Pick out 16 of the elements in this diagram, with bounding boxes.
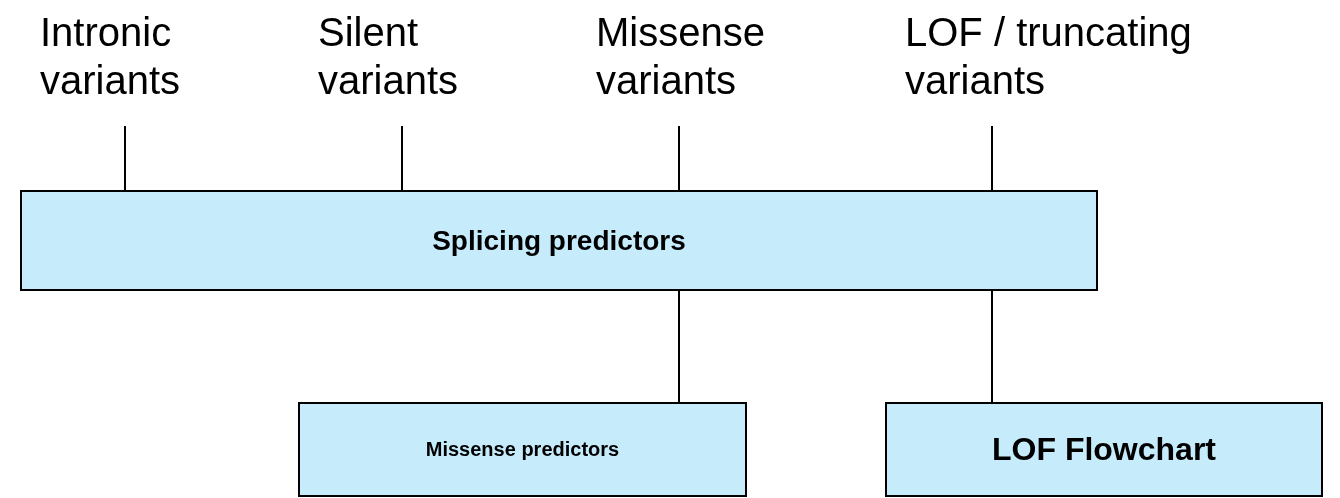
connector-line [678,290,680,403]
variant-label: Intronic variants [40,9,182,104]
connector-line [991,290,993,403]
process-box [885,402,1323,497]
variant-label: Missense variants [596,9,766,104]
connector-line [124,125,126,191]
connector-line [678,125,680,191]
connector-line [401,125,403,191]
connector-line [991,125,993,191]
variant-label: Silent variants [318,9,460,104]
box-label: Missense predictors [425,438,620,461]
box-label: LOF Flowchart [992,431,1216,468]
process-box [298,402,747,497]
box-label: Splicing predictors [432,224,686,257]
variant-label: LOF / truncating variants [905,9,1193,104]
process-box [20,190,1098,291]
